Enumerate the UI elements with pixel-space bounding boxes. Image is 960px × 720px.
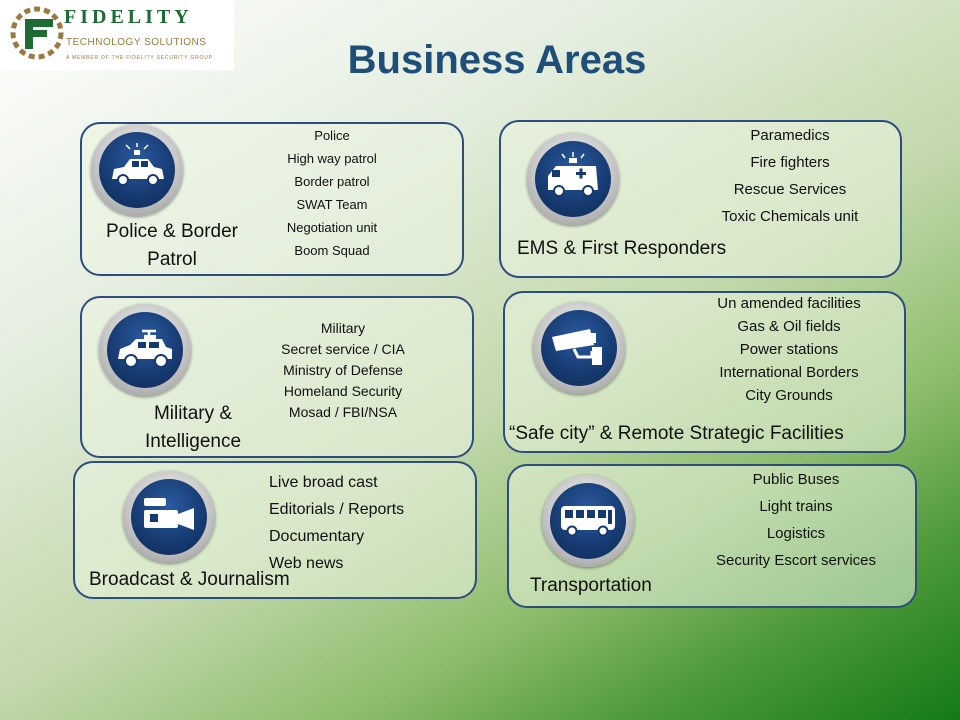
list-item: Secret service / CIA bbox=[281, 341, 405, 357]
list-item: Fire fighters bbox=[750, 154, 830, 171]
fidelity-logo-mark-icon bbox=[10, 6, 64, 60]
list-item: Documentary bbox=[269, 528, 365, 545]
page-title: Business Areas bbox=[347, 38, 647, 82]
logo-subtitle: TECHNOLOGY SOLUTIONS bbox=[66, 37, 207, 48]
list-item: Military bbox=[320, 320, 366, 336]
broadcast-items: Live broad cast Editorials / Reports Doc… bbox=[269, 469, 459, 577]
list-item: Ministry of Defense bbox=[283, 362, 403, 378]
security-camera-icon bbox=[552, 329, 602, 365]
transportation-items: Public Buses Light trains Logistics Secu… bbox=[690, 466, 902, 574]
ems-title: EMS & First Responders bbox=[517, 238, 727, 259]
safe-city-items: Un amended facilities Gas & Oil fields P… bbox=[694, 292, 884, 407]
logo-wordmark: FIDELITY bbox=[64, 6, 193, 28]
transportation-badge bbox=[542, 475, 634, 567]
military-items: Military Secret service / CIA Ministry o… bbox=[258, 318, 428, 423]
list-item: Homeland Security bbox=[283, 383, 403, 399]
list-item: Rescue Services bbox=[733, 181, 847, 198]
list-item: High way patrol bbox=[287, 151, 377, 166]
list-item: Gas & Oil fields bbox=[737, 318, 841, 335]
police-badge bbox=[91, 124, 183, 216]
list-item: SWAT Team bbox=[296, 197, 368, 212]
logo-tagline: A MEMBER OF THE FIDELITY SECURITY GROUP bbox=[66, 55, 213, 61]
list-item: Security Escort services bbox=[715, 552, 877, 569]
broadcast-title: Broadcast & Journalism bbox=[89, 569, 290, 590]
list-item: Toxic Chemicals unit bbox=[721, 208, 859, 225]
safe-city-title: “Safe city” & Remote Strategic Facilitie… bbox=[509, 423, 844, 444]
list-item: Live broad cast bbox=[269, 474, 378, 491]
police-title: Police & Border Patrol bbox=[105, 221, 238, 270]
ambulance-icon bbox=[548, 152, 598, 197]
list-item: Power stations bbox=[739, 341, 839, 358]
list-item: Boom Squad bbox=[294, 243, 370, 258]
list-item: Negotiation unit bbox=[286, 220, 378, 235]
list-item: Police bbox=[314, 128, 350, 143]
list-item: Border patrol bbox=[294, 174, 370, 189]
military-badge bbox=[99, 304, 191, 396]
ems-items: Paramedics Fire fighters Rescue Services… bbox=[700, 122, 880, 230]
list-item: Web news bbox=[269, 555, 344, 572]
police-car-icon bbox=[112, 143, 164, 186]
list-item: Public Buses bbox=[752, 471, 840, 488]
safe-city-badge bbox=[533, 302, 625, 394]
military-title: Military & Intelligence bbox=[144, 403, 242, 452]
list-item: International Borders bbox=[719, 364, 859, 381]
list-item: Paramedics bbox=[750, 127, 830, 144]
list-item: Un amended facilities bbox=[717, 295, 861, 312]
transportation-title: Transportation bbox=[530, 575, 652, 596]
list-item: Light trains bbox=[759, 498, 833, 515]
ems-badge bbox=[527, 133, 619, 225]
broadcast-badge bbox=[123, 471, 215, 563]
list-item: Mosad / FBI/NSA bbox=[288, 404, 398, 420]
list-item: Logistics bbox=[766, 525, 826, 542]
bus-icon bbox=[561, 506, 615, 537]
company-logo: FIDELITY TECHNOLOGY SOLUTIONS A MEMBER O… bbox=[0, 0, 234, 70]
video-camera-icon bbox=[144, 498, 194, 530]
police-items: Police High way patrol Border patrol SWA… bbox=[265, 124, 399, 262]
list-item: City Grounds bbox=[745, 387, 833, 404]
military-vehicle-icon bbox=[118, 329, 172, 368]
list-item: Editorials / Reports bbox=[269, 501, 405, 518]
